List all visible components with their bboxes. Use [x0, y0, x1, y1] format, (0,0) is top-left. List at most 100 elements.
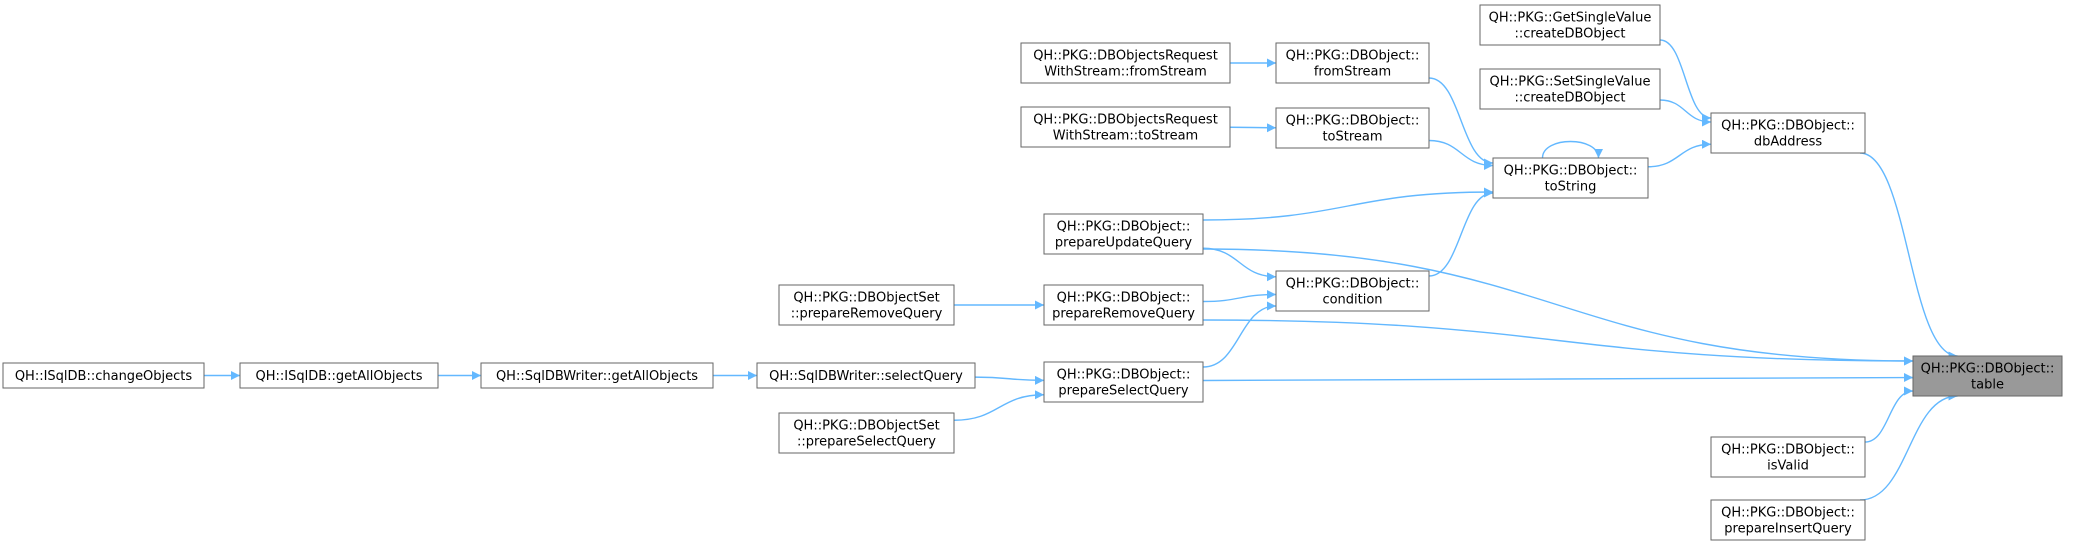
- edge-dbAddress-to-table: [1859, 152, 1958, 361]
- node-label: ::createDBObject: [1514, 91, 1625, 106]
- node-reqToStream[interactable]: QH::PKG::DBObjectsRequestWithStream::toS…: [1020, 106, 1231, 148]
- node-box: [1492, 157, 1649, 199]
- node-box: [1020, 106, 1231, 148]
- node-box: [1710, 112, 1866, 154]
- node-label: QH::PKG::SetSingleValue: [1490, 75, 1651, 90]
- node-changeObjects[interactable]: QH::ISqlDB::changeObjects: [2, 362, 205, 389]
- node-label: prepareRemoveQuery: [1052, 307, 1195, 322]
- node-label: QH::PKG::DBObject::: [1057, 220, 1191, 235]
- edge-isValid-to-table: [1864, 386, 1914, 443]
- edge-toStream-to-toString: [1428, 139, 1494, 170]
- edge-setPrepareSelectQuery-to-prepareSelectQuery: [953, 390, 1045, 421]
- node-box: [1275, 107, 1430, 149]
- node-box: [778, 412, 955, 454]
- edge-line: [1202, 248, 1914, 366]
- node-box: [1710, 499, 1866, 541]
- node-label: QH::SqlDBWriter::selectQuery: [769, 369, 963, 384]
- edge-line: [1864, 386, 1914, 443]
- node-label: prepareSelectQuery: [1058, 384, 1189, 399]
- node-label: WithStream::fromStream: [1044, 65, 1207, 80]
- node-label: QH::PKG::DBObject::: [1057, 368, 1191, 383]
- node-label: QH::ISqlDB::changeObjects: [15, 369, 193, 384]
- edge-line: [1541, 140, 1603, 159]
- node-box: [1043, 284, 1204, 326]
- node-label: QH::PKG::DBObject::: [1057, 291, 1191, 306]
- node-label: table: [1971, 378, 2004, 393]
- node-prepareInsertQuery[interactable]: QH::PKG::DBObject::prepareInsertQuery: [1710, 499, 1866, 541]
- node-label: QH::PKG::DBObjectsRequest: [1033, 49, 1218, 64]
- node-label: ::createDBObject: [1514, 27, 1625, 42]
- edge-selectQuery-to-prepareSelectQuery: [974, 375, 1045, 385]
- edge-prepareSelectQuery-to-condition: [1202, 301, 1277, 368]
- edge-line: [1659, 39, 1712, 123]
- edge-fromStream-to-toString: [1428, 77, 1494, 168]
- node-toStream[interactable]: QH::PKG::DBObject::toStream: [1275, 107, 1430, 149]
- node-label: QH::PKG::DBObject::: [1504, 164, 1638, 179]
- edge-line: [1229, 123, 1277, 133]
- edge-layer: [204, 39, 1958, 501]
- edge-reqToStream-to-toStream: [1229, 123, 1277, 133]
- node-getSingleValue[interactable]: QH::PKG::GetSingleValue::createDBObject: [1479, 4, 1661, 46]
- node-table[interactable]: QH::PKG::DBObject::table: [1912, 355, 2063, 397]
- edge-setSingleValue-to-dbAddress: [1659, 99, 1712, 127]
- node-reqFromStream[interactable]: QH::PKG::DBObjectsRequestWithStream::fro…: [1020, 42, 1231, 84]
- node-label: QH::SqlDBWriter::getAllObjects: [496, 369, 698, 384]
- node-box: [1479, 68, 1661, 110]
- node-condition[interactable]: QH::PKG::DBObject::condition: [1275, 270, 1430, 312]
- node-selectQuery[interactable]: QH::SqlDBWriter::selectQuery: [756, 362, 976, 389]
- edge-prepareRemoveQuery-to-table: [1202, 319, 1914, 366]
- node-prepareRemoveQuery[interactable]: QH::PKG::DBObject::prepareRemoveQuery: [1043, 284, 1204, 326]
- node-label: ::prepareSelectQuery: [797, 435, 936, 450]
- node-setPrepareSelectQuery[interactable]: QH::PKG::DBObjectSet::prepareSelectQuery: [778, 412, 955, 454]
- edge-line: [1859, 152, 1958, 361]
- edge-line: [1202, 301, 1277, 368]
- edge-prepareUpdateQuery-to-condition: [1202, 247, 1277, 282]
- edge-line: [1428, 188, 1494, 277]
- node-label: QH::PKG::GetSingleValue: [1489, 11, 1652, 26]
- edge-prepareSelectQuery-to-table: [1202, 373, 1914, 383]
- node-label: QH::PKG::DBObject::: [1286, 49, 1420, 64]
- node-label: toStream: [1322, 130, 1382, 145]
- node-label: QH::PKG::DBObject::: [1286, 114, 1420, 129]
- node-isValid[interactable]: QH::PKG::DBObject::isValid: [1710, 436, 1866, 478]
- node-box: [239, 362, 439, 389]
- edge-line: [1659, 99, 1712, 127]
- node-toString[interactable]: QH::PKG::DBObject::toString: [1492, 157, 1649, 199]
- node-dbAddress[interactable]: QH::PKG::DBObject::dbAddress: [1710, 112, 1866, 154]
- node-setSingleValue[interactable]: QH::PKG::SetSingleValue::createDBObject: [1479, 68, 1661, 110]
- edge-line: [953, 390, 1045, 421]
- edge-line: [1647, 139, 1712, 168]
- node-label: QH::ISqlDB::getAllObjects: [256, 369, 423, 384]
- node-box: [778, 284, 955, 326]
- edge-line: [974, 375, 1045, 385]
- edge-prepareUpdateQuery-to-toString: [1202, 187, 1494, 221]
- node-box: [1479, 4, 1661, 46]
- edge-line: [1202, 247, 1277, 282]
- node-setPrepareRemoveQuery[interactable]: QH::PKG::DBObjectSet::prepareRemoveQuery: [778, 284, 955, 326]
- edge-prepareUpdateQuery-to-table: [1202, 248, 1914, 366]
- edge-toString-to-dbAddress: [1647, 139, 1712, 168]
- node-prepareUpdateQuery[interactable]: QH::PKG::DBObject::prepareUpdateQuery: [1043, 213, 1204, 255]
- node-label: fromStream: [1314, 65, 1391, 80]
- node-label: WithStream::toStream: [1053, 129, 1198, 144]
- node-box: [1912, 355, 2063, 397]
- node-box: [1275, 42, 1430, 84]
- edge-prepareInsertQuery-to-table: [1859, 391, 1958, 501]
- node-prepareSelectQuery[interactable]: QH::PKG::DBObject::prepareSelectQuery: [1043, 361, 1204, 403]
- node-label: isValid: [1767, 459, 1809, 474]
- node-fromStream[interactable]: QH::PKG::DBObject::fromStream: [1275, 42, 1430, 84]
- node-isqlGetAllObjects[interactable]: QH::ISqlDB::getAllObjects: [239, 362, 439, 389]
- edge-line: [1428, 139, 1494, 170]
- node-label: prepareUpdateQuery: [1055, 236, 1192, 251]
- node-label: prepareInsertQuery: [1724, 522, 1852, 537]
- edge-condition-to-toString: [1428, 188, 1494, 277]
- node-writerGetAllObjects[interactable]: QH::SqlDBWriter::getAllObjects: [480, 362, 714, 389]
- node-box: [1020, 42, 1231, 84]
- node-label: QH::PKG::DBObject::: [1721, 506, 1855, 521]
- node-label: QH::PKG::DBObjectSet: [793, 419, 939, 434]
- edge-line: [1428, 77, 1494, 168]
- edge-line: [1202, 319, 1914, 366]
- node-layer: QH::PKG::DBObject::tableQH::PKG::DBObjec…: [2, 4, 2063, 541]
- node-box: [756, 362, 976, 389]
